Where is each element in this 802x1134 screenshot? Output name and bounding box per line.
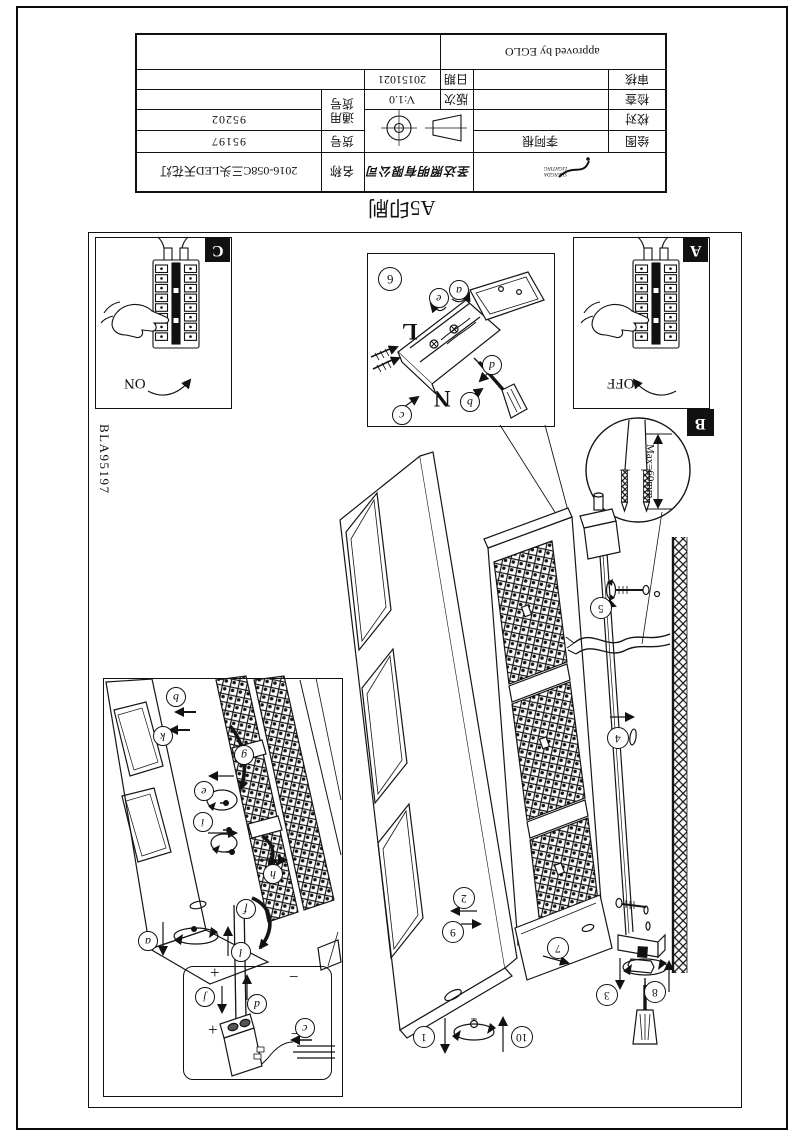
sign-label-jiaodui: 校对 [607, 108, 667, 131]
callout-a-wiring: a [449, 280, 469, 300]
panel-a-box [573, 237, 710, 409]
callout-k-detail: k [153, 726, 173, 746]
logo-text-2: LIGHTING [544, 165, 568, 170]
callout-9: 9 [442, 921, 464, 943]
callout-7: 7 [547, 937, 569, 959]
live-wire-letter: L [402, 319, 418, 344]
sign-value-shenhe [472, 68, 609, 90]
title-block: approved by EGLO 20151021 日期 审核 通用货号 V:1… [135, 33, 667, 193]
callout-4: 4 [607, 727, 629, 749]
empty-cell [135, 88, 322, 110]
panel-c-box [95, 237, 232, 409]
callout-i-detail: i [193, 812, 213, 832]
callout-b-wiring: b [460, 392, 480, 412]
common-no-value: 95202 [135, 108, 322, 131]
item-no-label: 货号 [320, 130, 365, 153]
polarity-minus-top: − [289, 967, 299, 986]
projection-symbol [363, 108, 474, 153]
callout-h-detail: h [263, 864, 283, 884]
empty-cell [135, 68, 365, 90]
logo-text-1: SHENGDA [544, 171, 568, 176]
sign-value-huitu: 李阿根 [472, 130, 609, 153]
sign-value-jiancha [472, 88, 609, 110]
polarity-plus-top: + [210, 963, 220, 982]
sign-label-huitu: 绘图 [607, 130, 667, 153]
drawing-frame [88, 232, 742, 1108]
print-format-note: A5印刷 [368, 196, 436, 220]
callout-l-detail: l [231, 942, 251, 962]
company-name: 圣达照明有限公司 [363, 151, 474, 193]
switch-off-label: OFF [607, 374, 635, 391]
max-strip-dimension: Max=60mm [644, 444, 656, 499]
step-label-b: B [687, 409, 714, 436]
callout-6: 6 [378, 267, 402, 291]
common-no-label: 通用货号 [320, 88, 365, 131]
sign-label-shenhe: 审核 [607, 68, 667, 90]
callout-a-detail: a [138, 931, 158, 951]
sheet-border [16, 6, 788, 1130]
company-logo: SHENGDA LIGHTING [472, 151, 667, 193]
date-value: 20151021 [363, 68, 441, 90]
item-no-value: 95197 [135, 130, 322, 153]
approved-note: approved by EGLO [505, 45, 601, 60]
callout-c-detail: c [295, 1018, 315, 1038]
callout-8: 8 [644, 981, 666, 1003]
version-label: 版次 [439, 88, 474, 110]
left-detail-panel-box [103, 678, 343, 1097]
polarity-plus-bottom: + [208, 1020, 218, 1039]
callout-c-wiring: c [392, 405, 412, 425]
callout-1: 1 [413, 1026, 435, 1048]
callout-e-wiring: e [429, 288, 449, 308]
approved-note-cell: approved by EGLO [439, 33, 667, 70]
step-label-c: C [205, 237, 230, 262]
version-value: V:1.0 [363, 88, 441, 110]
switch-on-label: ON [124, 374, 146, 391]
drawing-code: BLA95197 [97, 424, 112, 495]
callout-d-wiring: d [482, 355, 502, 375]
product-name-label: 名称 [320, 151, 365, 193]
neutral-wire-letter: N [433, 386, 451, 411]
callout-g-detail: g [234, 745, 254, 765]
step-label-a: A [683, 237, 708, 262]
callout-d-detail: d [247, 994, 267, 1014]
empty-cell [135, 33, 441, 70]
callout-b-detail: b [166, 687, 186, 707]
date-label: 日期 [439, 68, 474, 90]
callout-5: 5 [590, 597, 612, 619]
panel-6-box [367, 253, 555, 427]
callout-e-detail: e [194, 781, 214, 801]
sign-label-jiancha: 检查 [607, 88, 667, 110]
callout-2: 2 [453, 887, 475, 909]
sign-value-jiaodui [472, 108, 609, 131]
callout-f-detail: f [236, 899, 256, 919]
callout-10: 10 [511, 1026, 533, 1048]
product-name-value: 2016-058C三头LED天花灯 [135, 151, 322, 193]
callout-3: 3 [596, 984, 618, 1006]
callout-j-detail: j [195, 987, 215, 1007]
terminal-detail-subpanel [183, 966, 332, 1080]
